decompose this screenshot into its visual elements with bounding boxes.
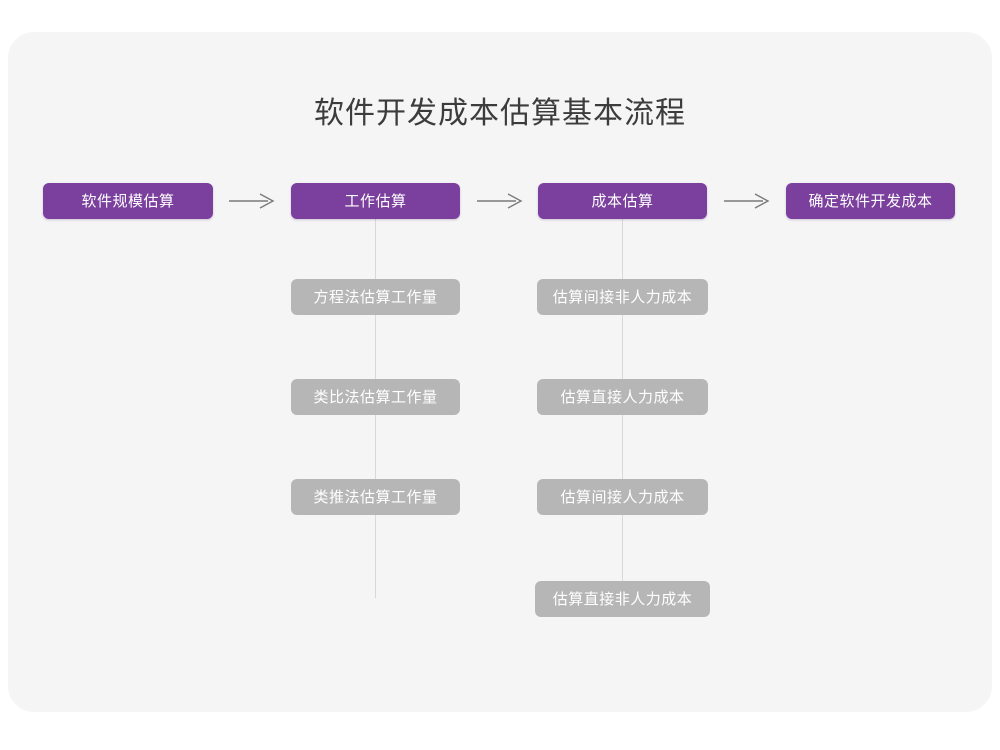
- page-title: 软件开发成本估算基本流程: [314, 97, 686, 130]
- branch-node-label: 估算间接非人力成本: [552, 288, 693, 306]
- branch-node-cost-3[interactable]: 估算间接人力成本: [537, 479, 708, 515]
- flow-node-step-4[interactable]: 确定软件开发成本: [786, 183, 955, 219]
- flow-node-label: 确定软件开发成本: [808, 192, 933, 210]
- flow-node-label: 成本估算: [591, 192, 654, 210]
- diagram-card: [8, 32, 992, 712]
- branch-node-effort-3[interactable]: 类推法估算工作量: [291, 479, 460, 515]
- branch-node-label: 估算直接人力成本: [560, 388, 685, 406]
- right-arrow-icon-2: [476, 191, 524, 211]
- branch-node-cost-1[interactable]: 估算间接非人力成本: [537, 279, 708, 315]
- branch-node-label: 类推法估算工作量: [313, 488, 438, 506]
- right-arrow-icon-3: [723, 191, 771, 211]
- flow-node-step-3[interactable]: 成本估算: [538, 183, 707, 219]
- branch-node-effort-2[interactable]: 类比法估算工作量: [291, 379, 460, 415]
- branch-node-label: 方程法估算工作量: [313, 288, 438, 306]
- branch-node-effort-1[interactable]: 方程法估算工作量: [291, 279, 460, 315]
- right-arrow-icon-1: [228, 191, 276, 211]
- branch-node-label: 类比法估算工作量: [313, 388, 438, 406]
- branch-node-label: 估算间接人力成本: [560, 488, 685, 506]
- branch-node-cost-4[interactable]: 估算直接非人力成本: [535, 581, 710, 617]
- flow-node-label: 软件规模估算: [81, 192, 175, 210]
- flow-node-label: 工作估算: [344, 192, 407, 210]
- flow-node-step-2[interactable]: 工作估算: [291, 183, 460, 219]
- flow-node-step-1[interactable]: 软件规模估算: [43, 183, 213, 219]
- branch-node-label: 估算直接非人力成本: [552, 590, 693, 608]
- branch-node-cost-2[interactable]: 估算直接人力成本: [537, 379, 708, 415]
